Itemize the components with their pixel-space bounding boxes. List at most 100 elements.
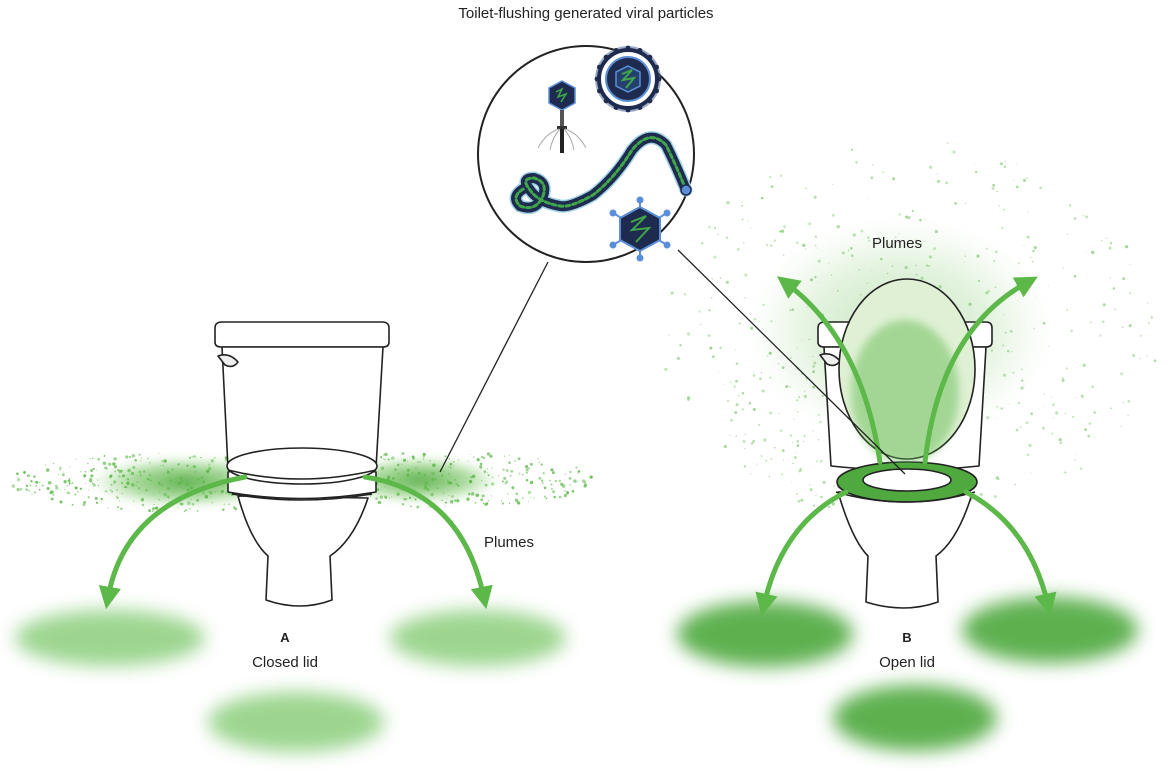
- spray-particle: [793, 418, 795, 420]
- spray-particle: [1020, 386, 1024, 390]
- spray-particle: [130, 471, 135, 476]
- spray-particle: [484, 483, 488, 487]
- spray-particle: [743, 465, 746, 468]
- arrow-icon: [98, 474, 248, 610]
- spike-protein: [654, 64, 659, 70]
- spray-particle: [452, 460, 455, 463]
- spray-particle: [819, 462, 821, 464]
- spray-particle: [480, 456, 484, 459]
- spray-particle: [444, 455, 447, 458]
- spray-particle: [1076, 454, 1078, 456]
- plumes-label-b: Plumes: [872, 235, 923, 252]
- spray-particle: [158, 491, 161, 493]
- spray-particle: [803, 435, 805, 438]
- spike-protein: [656, 76, 662, 82]
- spray-particle: [64, 488, 66, 491]
- spray-particle: [179, 476, 183, 480]
- spray-particle: [1014, 483, 1017, 486]
- spray-particle: [57, 473, 60, 475]
- spray-particle: [841, 251, 845, 255]
- spray-particle: [816, 460, 818, 462]
- spray-particle: [1112, 287, 1115, 290]
- spray-particle: [474, 502, 477, 504]
- spray-particle: [725, 280, 729, 284]
- spray-particle: [817, 413, 820, 416]
- spray-particle: [1146, 302, 1149, 304]
- spray-particle: [1127, 414, 1129, 417]
- spray-particle: [541, 479, 544, 482]
- spray-particle: [684, 293, 687, 296]
- spray-particle: [809, 488, 813, 492]
- spray-particle: [808, 222, 812, 226]
- spray-particle: [552, 484, 554, 486]
- spray-particle: [780, 229, 785, 233]
- spray-particle: [964, 255, 966, 257]
- puddles: [15, 597, 1138, 752]
- spray-particle: [209, 496, 211, 498]
- spray-particle: [543, 495, 547, 498]
- spray-particle: [1042, 321, 1046, 325]
- spray-particle: [209, 491, 213, 495]
- spray-particle: [1121, 326, 1124, 329]
- spray-particle: [369, 496, 371, 498]
- spray-particle: [121, 492, 123, 495]
- spray-particle: [141, 457, 143, 459]
- spray-particle: [116, 506, 120, 509]
- spray-particle: [423, 487, 427, 490]
- spray-particle: [80, 471, 82, 473]
- spray-particle: [59, 466, 62, 469]
- spray-particle: [850, 148, 854, 151]
- spray-particle: [469, 475, 473, 479]
- spray-particle: [411, 455, 415, 459]
- spray-particle: [999, 162, 1004, 166]
- spray-particle: [540, 463, 543, 466]
- spray-particle: [449, 473, 451, 475]
- spray-particle: [448, 458, 451, 460]
- spray-particle: [545, 497, 548, 500]
- spray-particle: [963, 261, 965, 263]
- spray-particle: [63, 480, 67, 484]
- spray-particle: [187, 501, 191, 506]
- spray-particle: [812, 385, 816, 389]
- spray-particle: [1011, 351, 1013, 353]
- spray-particle: [225, 491, 228, 494]
- spray-particle: [491, 482, 495, 486]
- spray-particle: [149, 461, 151, 464]
- puddle-b-right: [962, 597, 1138, 663]
- spray-particle: [819, 351, 822, 354]
- spray-particle: [411, 472, 414, 475]
- spray-particle: [920, 276, 924, 280]
- spray-particle: [717, 233, 720, 236]
- spray-particle: [789, 386, 791, 388]
- spray-particle: [770, 185, 774, 189]
- spray-particle: [389, 497, 390, 499]
- spray-particle: [469, 480, 473, 484]
- spray-particle: [926, 264, 929, 267]
- spray-particle: [16, 477, 21, 482]
- spray-particle: [563, 493, 568, 498]
- spray-particle: [208, 464, 210, 466]
- spray-particle: [1132, 353, 1136, 357]
- spray-particle: [867, 198, 869, 200]
- spray-particle: [569, 484, 571, 486]
- spray-particle: [447, 481, 451, 485]
- diagram-title: Toilet-flushing generated viral particle…: [458, 5, 714, 22]
- spray-particle: [455, 483, 458, 486]
- spray-particle: [664, 367, 668, 371]
- spray-particle: [180, 502, 184, 506]
- icosahedral-virus-icon: [609, 196, 671, 262]
- spray-particle: [141, 503, 145, 507]
- spray-particle: [924, 219, 926, 221]
- spray-particle: [108, 462, 112, 466]
- spray-particle: [1116, 250, 1117, 252]
- spray-particle: [860, 229, 864, 233]
- spray-particle: [1039, 186, 1042, 190]
- spray-particle: [1032, 249, 1035, 253]
- spray-particle: [1075, 397, 1077, 399]
- spray-particle: [415, 467, 417, 469]
- spray-particle: [92, 457, 94, 460]
- spray-particle: [578, 470, 580, 473]
- spray-particle: [877, 236, 880, 239]
- spray-particle: [898, 213, 901, 216]
- spray-particle: [59, 468, 62, 471]
